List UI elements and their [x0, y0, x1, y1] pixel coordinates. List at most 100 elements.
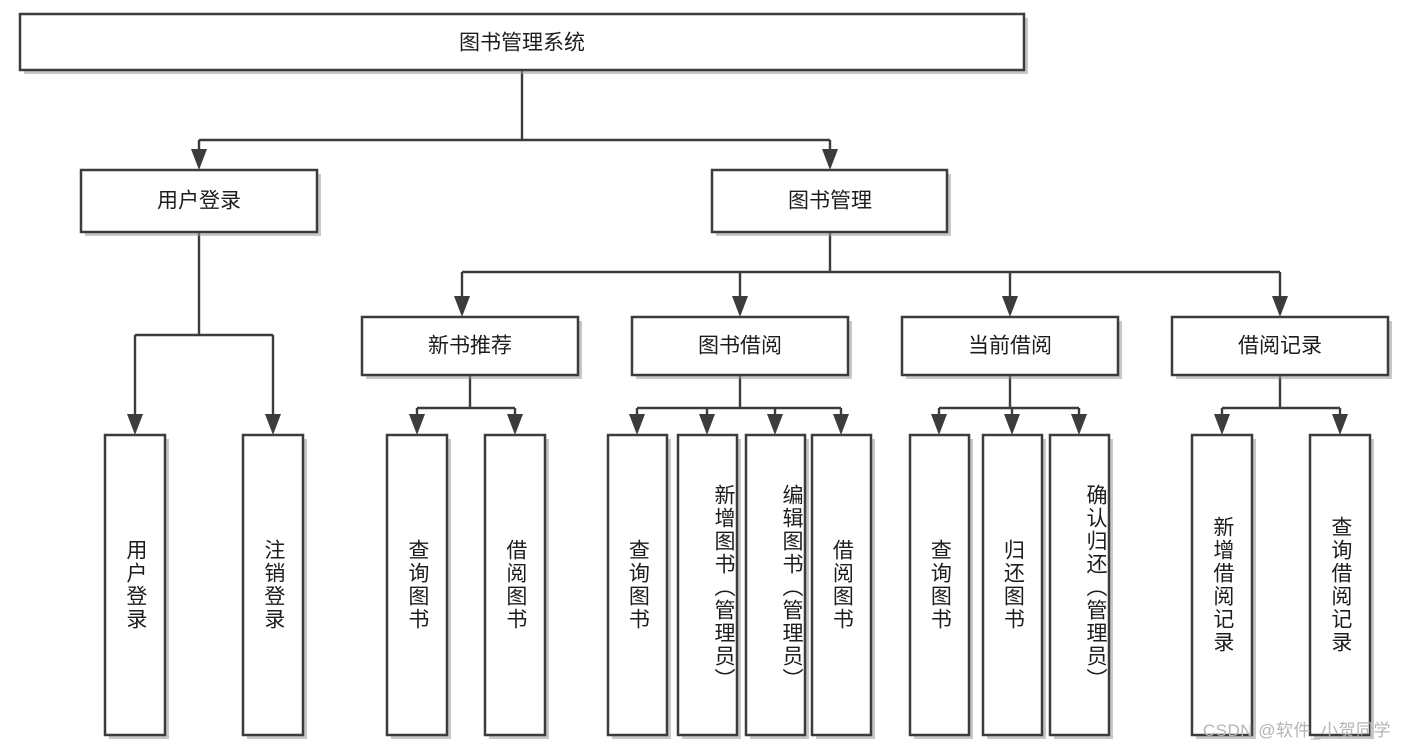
arrow-to-leaf-add-book [699, 414, 715, 435]
arrow-to-leaf-return-book [1004, 414, 1020, 435]
leaf-borrow-book-2-box [810, 433, 873, 737]
book-manage-label: 图书管理 [788, 190, 872, 213]
edge-userlogin-to-leaves-trunk [133, 232, 275, 425]
leaf-query-book-1-box [385, 433, 449, 737]
leaf-add-record-label: 新增借阅记录 [1210, 516, 1234, 654]
root-label: 图书管理系统 [459, 32, 585, 55]
csdn-watermark: CSDN @软件_小贺同学 [1202, 721, 1391, 740]
node-leaf-query-book-1[interactable]: 查询图书 [385, 433, 451, 739]
leaf-logout-label: 注销登录 [261, 539, 285, 631]
edge-bookborrow-to-leaves-trunk [635, 375, 843, 425]
leaf-edit-book-box [744, 433, 807, 737]
arrow-to-leaf-logout [265, 414, 281, 435]
user-login-box [79, 168, 319, 234]
arrow-root-to-user-login [191, 149, 207, 170]
edge-bookmanage-to-level3-trunk [460, 232, 1282, 307]
node-leaf-query-record[interactable]: 查询借阅记录 [1308, 433, 1374, 739]
arrow-to-book-borrow [732, 296, 748, 317]
leaf-add-book-box [676, 433, 739, 737]
arrow-to-leaf-query-book-1 [409, 414, 425, 435]
node-leaf-query-book-2[interactable]: 查询图书 [606, 433, 671, 739]
leaf-logout-text-wrap: 注销登录 [261, 539, 285, 631]
leaf-return-book-box [981, 433, 1044, 737]
node-book-borrow[interactable]: 图书借阅 [630, 315, 852, 379]
leaf-confirm-return-box [1048, 433, 1111, 737]
leaf-query-record-text-wrap: 查询借阅记录 [1328, 516, 1352, 654]
user-login-label: 用户登录 [157, 190, 241, 213]
edge-borrowrecord-to-leaves-trunk [1220, 375, 1342, 425]
leaf-add-record-box [1190, 433, 1254, 737]
node-leaf-add-record[interactable]: 新增借阅记录 [1190, 433, 1256, 739]
node-user-login[interactable]: 用户登录 [79, 168, 321, 236]
leaf-user-login-text-wrap: 用户登录 [123, 539, 147, 631]
arrow-to-leaf-borrow-book-1 [507, 414, 523, 435]
leaf-return-book-label: 归还图书 [1001, 539, 1025, 631]
node-book-manage[interactable]: 图书管理 [710, 168, 951, 236]
arrow-to-leaf-confirm-return [1071, 414, 1087, 435]
leaf-add-book-text-wrap: 新增图书（管理员） [712, 483, 735, 691]
leaf-add-record-text-wrap: 新增借阅记录 [1210, 516, 1234, 654]
node-leaf-borrow-book-2[interactable]: 借阅图书 [810, 433, 875, 739]
leaf-borrow-book-2-text-wrap: 借阅图书 [830, 539, 854, 631]
new-book-rec-label: 新书推荐 [428, 335, 512, 358]
leaf-query-book-3-text-wrap: 查询图书 [928, 539, 952, 631]
node-leaf-return-book[interactable]: 归还图书 [981, 433, 1046, 739]
arrow-to-current-borrow [1002, 296, 1018, 317]
leaf-query-book-2-label: 查询图书 [626, 539, 650, 631]
leaf-return-book-text-wrap: 归还图书 [1001, 539, 1025, 631]
arrow-to-leaf-add-record [1214, 414, 1230, 435]
leaf-query-book-2-text-wrap: 查询图书 [626, 539, 650, 631]
leaf-query-book-1-text-wrap: 查询图书 [405, 539, 429, 631]
node-leaf-edit-book[interactable]: 编辑图书（管理员） [744, 433, 809, 739]
leaf-confirm-return-text-wrap: 确认归还（管理员） [1084, 483, 1107, 691]
leaf-edit-book-label: 编辑图书（管理员） [780, 483, 803, 691]
arrow-to-leaf-query-record [1332, 414, 1348, 435]
arrow-to-leaf-edit-book [767, 414, 783, 435]
book-manage-box [710, 168, 949, 234]
leaf-edit-book-text-wrap: 编辑图书（管理员） [780, 483, 803, 691]
arrow-to-leaf-query-book-3 [931, 414, 947, 435]
arrow-root-to-book-manage [822, 149, 838, 170]
new-book-rec-box [360, 315, 580, 377]
connectors-layer [127, 70, 1348, 435]
node-leaf-add-book[interactable]: 新增图书（管理员） [676, 433, 741, 739]
leaf-query-book-1-label: 查询图书 [405, 539, 429, 631]
leaf-borrow-book-1-box [483, 433, 547, 737]
node-leaf-borrow-book-1[interactable]: 借阅图书 [483, 433, 549, 739]
leaf-user-login-box [103, 433, 167, 737]
edge-root-to-level2-trunk [197, 70, 832, 160]
leaf-query-book-2-box [606, 433, 669, 737]
leaf-query-book-3-box [908, 433, 971, 737]
leaf-query-record-label: 查询借阅记录 [1328, 516, 1352, 654]
leaf-borrow-book-2-label: 借阅图书 [830, 539, 854, 631]
node-borrow-record[interactable]: 借阅记录 [1170, 315, 1392, 379]
arrow-to-leaf-borrow-book-2 [833, 414, 849, 435]
current-borrow-box [900, 315, 1120, 377]
node-leaf-logout[interactable]: 注销登录 [241, 433, 307, 739]
node-leaf-confirm-return[interactable]: 确认归还（管理员） [1048, 433, 1113, 739]
root-box [18, 12, 1026, 72]
book-borrow-box [630, 315, 850, 377]
leaf-query-record-box [1308, 433, 1372, 737]
node-current-borrow[interactable]: 当前借阅 [900, 315, 1122, 379]
leaf-query-book-3-label: 查询图书 [928, 539, 952, 631]
current-borrow-label: 当前借阅 [968, 335, 1052, 358]
leaf-user-login-label: 用户登录 [123, 539, 147, 631]
leaf-logout-box [241, 433, 305, 737]
node-leaf-query-book-3[interactable]: 查询图书 [908, 433, 973, 739]
leaf-add-book-label: 新增图书（管理员） [712, 483, 735, 691]
borrow-record-label: 借阅记录 [1238, 335, 1322, 358]
arrow-to-borrow-record [1272, 296, 1288, 317]
arrow-to-new-book-rec [454, 296, 470, 317]
leaf-borrow-book-1-text-wrap: 借阅图书 [503, 539, 527, 631]
leaf-confirm-return-label: 确认归还（管理员） [1084, 483, 1107, 691]
borrow-record-box [1170, 315, 1390, 377]
arrow-to-leaf-query-book-2 [629, 414, 645, 435]
node-new-book-rec[interactable]: 新书推荐 [360, 315, 582, 379]
arrow-to-leaf-user-login [127, 414, 143, 435]
node-root[interactable]: 图书管理系统 [18, 12, 1028, 74]
node-leaf-user-login[interactable]: 用户登录 [103, 433, 169, 739]
leaf-borrow-book-1-label: 借阅图书 [503, 539, 527, 631]
